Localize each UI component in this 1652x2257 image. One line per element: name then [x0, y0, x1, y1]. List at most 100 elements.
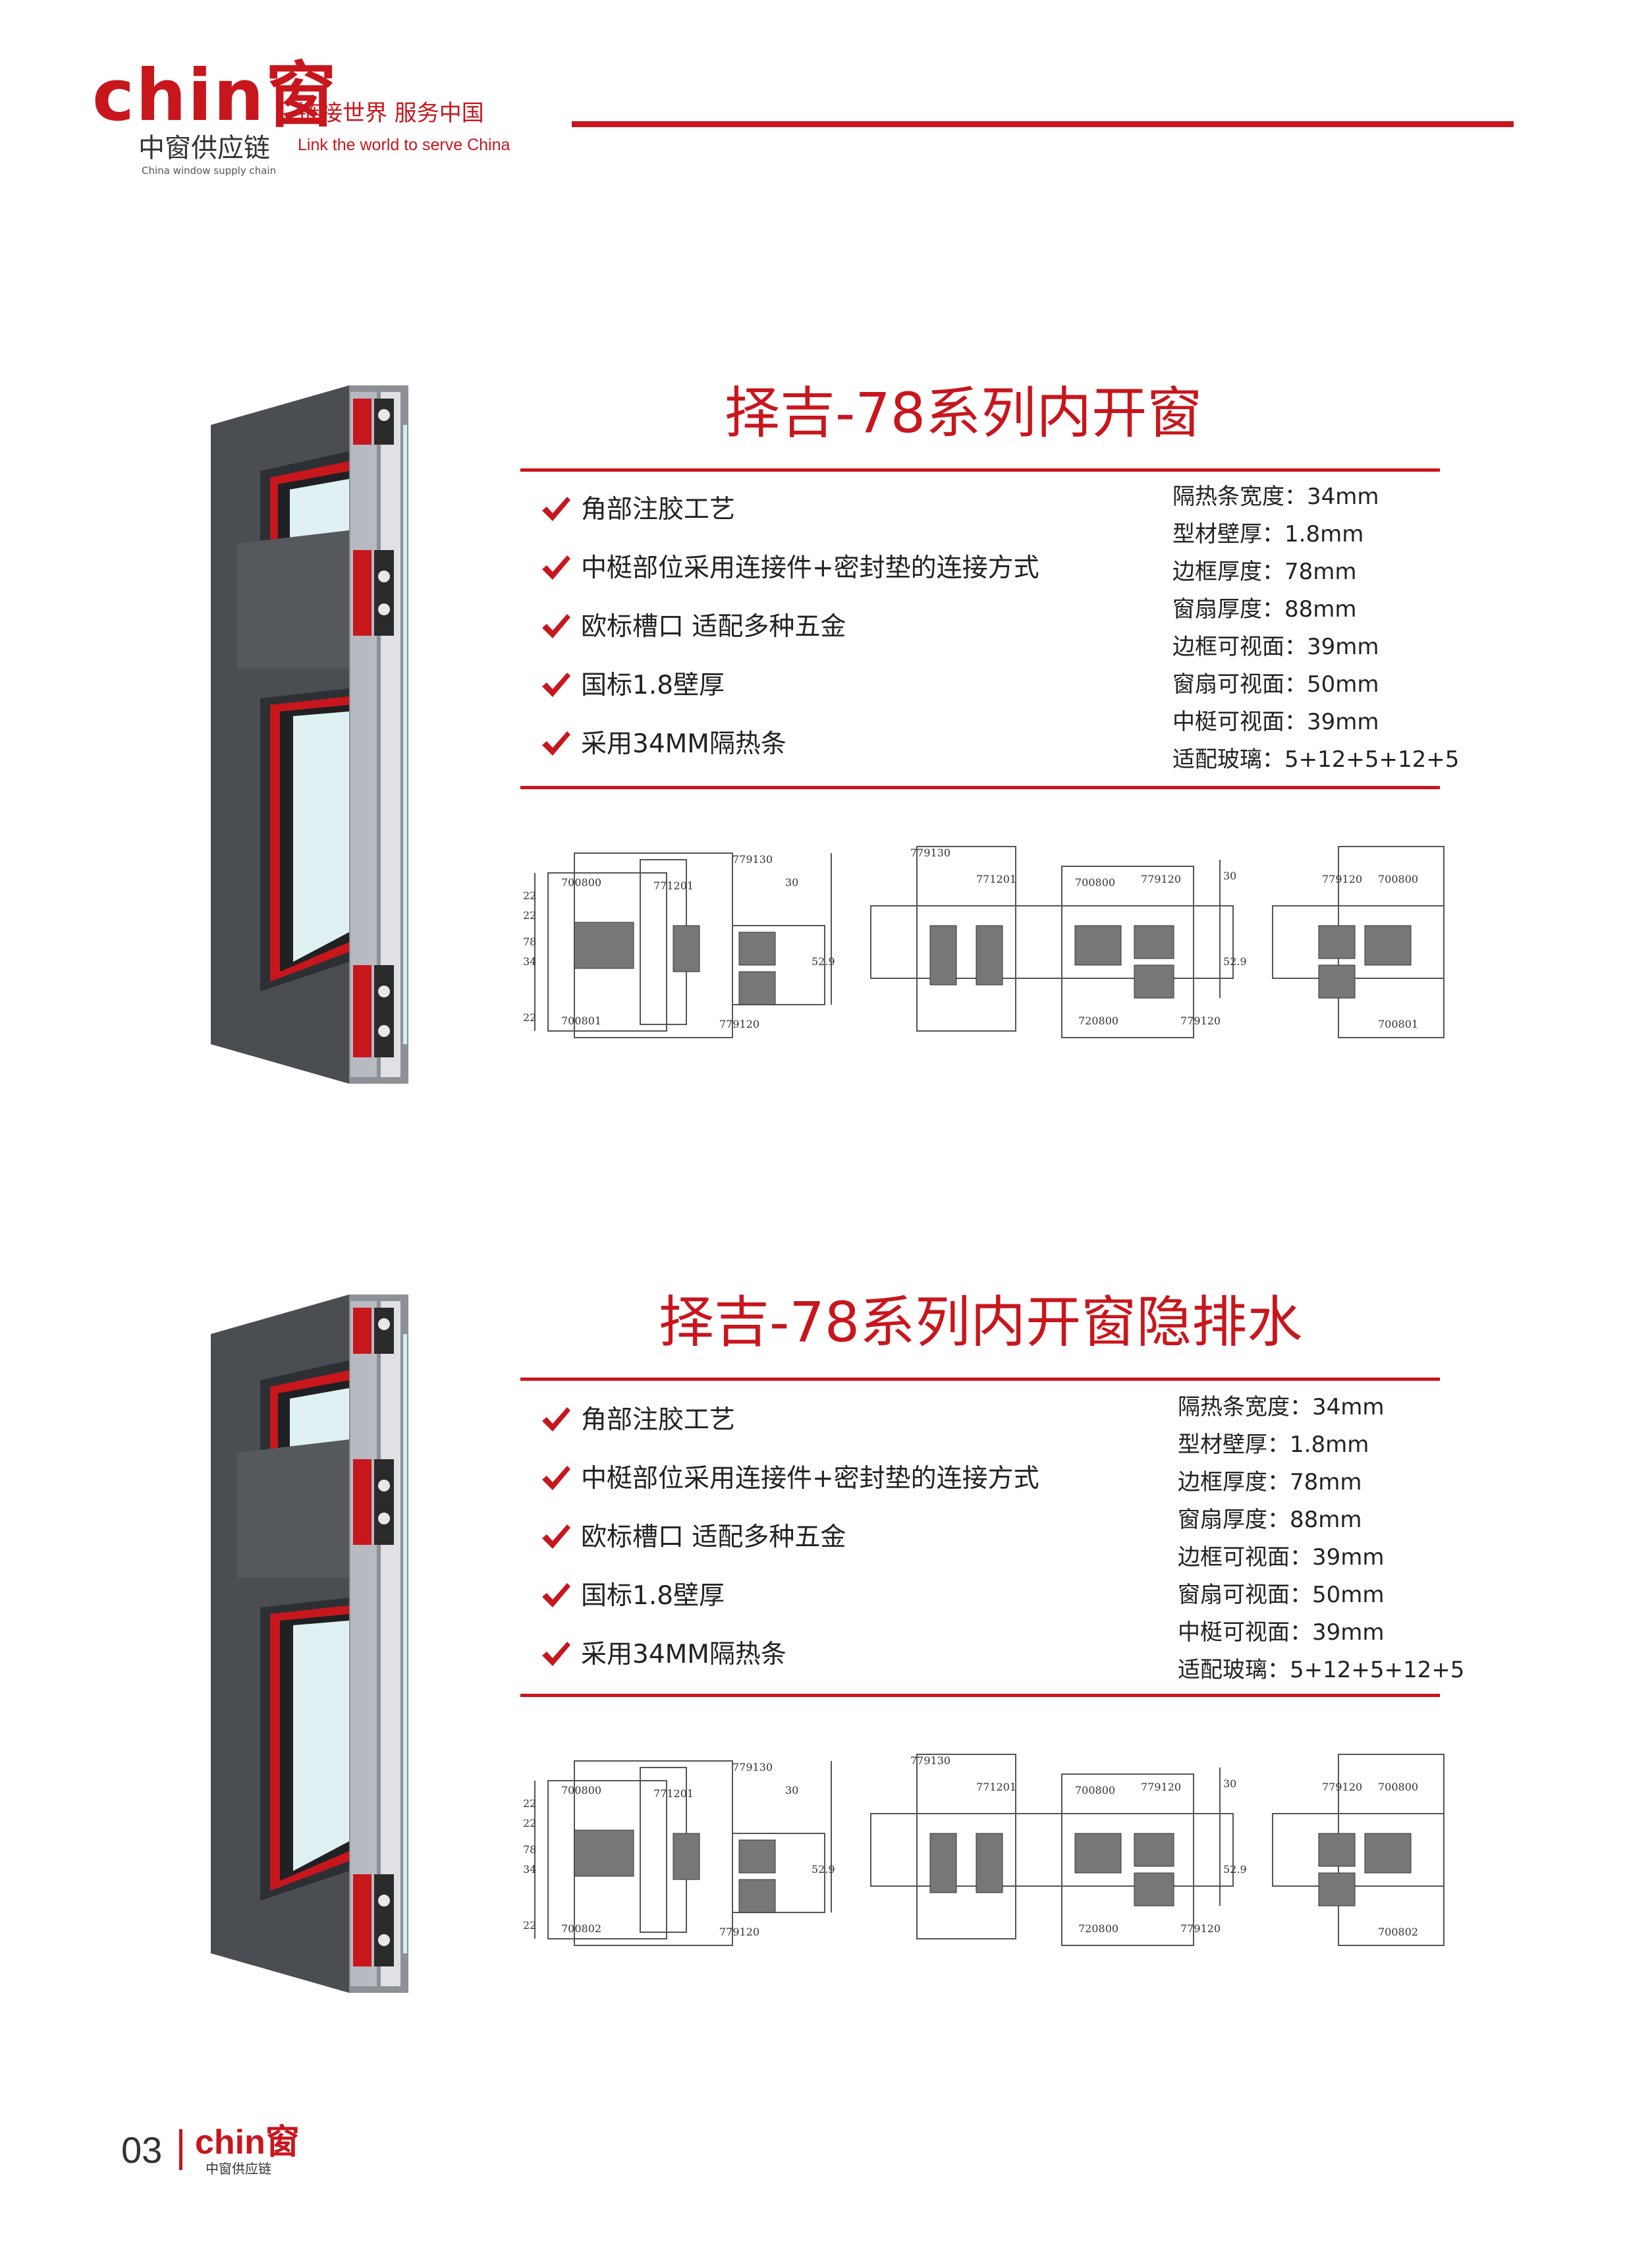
feature-text: 欧标槽口 适配多种五金 [581, 611, 846, 642]
part-code: 779130 [732, 1761, 773, 1773]
feature-item: 国标1.8壁厚 [540, 1581, 725, 1610]
spec-item: 中梃可视面：39mm [1178, 1619, 1385, 1646]
profile-drawing-right: 779120 700800 700801 [1272, 846, 1445, 1038]
spec-item: 边框厚度：78mm [1172, 559, 1357, 585]
checkmark-icon [542, 1642, 570, 1666]
spec-item: 边框可视面：39mm [1178, 1544, 1385, 1571]
footer-logo: chin窗 [195, 2123, 300, 2161]
feature-text: 国标1.8壁厚 [581, 1580, 725, 1611]
spec-item: 隔热条宽度：34mm [1178, 1394, 1385, 1420]
profile-drawings: 700800 771201 779130 700802 779120 22 22… [522, 1741, 1450, 1959]
dimension-label: 34 [523, 1863, 536, 1876]
part-code: 779120 [1141, 873, 1181, 885]
part-code: 779120 [1180, 1015, 1221, 1027]
feature-item: 采用34MM隔热条 [540, 1640, 786, 1669]
feature-item: 角部注胶工艺 [540, 495, 735, 524]
dimension-label: 22 [523, 1919, 536, 1932]
feature-text: 欧标槽口 适配多种五金 [581, 1522, 846, 1552]
profile-drawing-left: 700800 771201 779130 700801 779120 22 22… [523, 852, 835, 1038]
checkmark-icon [542, 1524, 570, 1549]
spec-item: 中梃可视面：39mm [1172, 709, 1379, 735]
part-code: 779130 [910, 847, 950, 859]
title-rule [520, 468, 1440, 472]
checkmark-icon [542, 555, 570, 580]
part-code: 779130 [910, 1754, 950, 1767]
spec-item: 型材壁厚：1.8mm [1178, 1432, 1369, 1458]
part-code: 700801 [1378, 1018, 1418, 1030]
part-code: 771201 [653, 879, 694, 892]
checkmark-icon [542, 673, 570, 697]
part-code: 771201 [976, 1781, 1016, 1793]
spec-item: 窗扇可视面：50mm [1172, 671, 1379, 698]
brand-logo-subtitle-cn: 中窗供应链 [138, 133, 270, 163]
part-code: 779120 [1180, 1922, 1221, 1935]
part-code: 700800 [1378, 1781, 1418, 1793]
product-title: 择吉-78系列内开窗隐排水 [659, 1290, 1303, 1354]
dimension-label: 52.9 [1223, 955, 1247, 968]
checkmark-icon [542, 1407, 570, 1432]
part-code: 779130 [732, 853, 773, 866]
checkmark-icon [542, 614, 570, 638]
part-code: 700802 [561, 1922, 601, 1935]
checkmark-icon [542, 1583, 570, 1607]
product-title: 择吉-78系列内开窗 [725, 381, 1203, 445]
title-rule [520, 1378, 1440, 1381]
header-rule [572, 121, 1514, 127]
spec-rule [520, 786, 1440, 789]
spec-item: 适配玻璃：5+12+5+12+5 [1172, 746, 1460, 773]
product-section-2: 择吉-78系列内开窗隐排水 角部注胶工艺 中梃部位采用连接件+密封垫的连接方式 … [0, 1288, 1652, 2013]
spec-item: 窗扇厚度：88mm [1178, 1507, 1362, 1533]
profile-drawing-middle: 779130 771201 700800 779120 720800 77912… [870, 846, 1247, 1038]
page-number: 03 [121, 2129, 163, 2171]
checkmark-icon [542, 731, 570, 756]
dimension-label: 30 [785, 876, 798, 889]
slogan-cn: 链接世界 服务中国 [298, 100, 484, 126]
dimension-label: 34 [523, 955, 536, 968]
feature-item: 采用34MM隔热条 [540, 729, 786, 758]
dimension-label: 30 [1223, 870, 1236, 882]
feature-item: 中梃部位采用连接件+密封垫的连接方式 [540, 1464, 1039, 1493]
spec-item: 边框可视面：39mm [1172, 634, 1379, 660]
feature-text: 中梃部位采用连接件+密封垫的连接方式 [581, 553, 1039, 583]
part-code: 771201 [976, 873, 1016, 885]
part-code: 700800 [561, 1784, 601, 1797]
profile-drawings: 700800 771201 779130 700801 779120 22 22… [522, 833, 1450, 1051]
profile-drawing-middle: 779130 771201 700800 779120 720800 77912… [870, 1754, 1247, 1946]
spec-item: 适配玻璃：5+12+5+12+5 [1178, 1657, 1465, 1683]
dimension-label: 22 [523, 1011, 536, 1024]
part-code: 700802 [1378, 1926, 1418, 1938]
feature-text: 国标1.8壁厚 [581, 670, 725, 700]
window-profile-render [211, 1295, 408, 1993]
feature-text: 采用34MM隔热条 [581, 729, 786, 759]
product-section-1: 择吉-78系列内开窗 角部注胶工艺 中梃部位采用连接件+密封垫的连接方式 欧标槽… [0, 379, 1652, 1103]
feature-text: 采用34MM隔热条 [581, 1639, 786, 1669]
dimension-label: 52.9 [812, 1863, 835, 1876]
dimension-label: 78 [523, 935, 536, 948]
feature-text: 角部注胶工艺 [581, 494, 736, 524]
spec-item: 窗扇厚度：88mm [1172, 596, 1357, 623]
feature-item: 欧标槽口 适配多种五金 [540, 612, 846, 641]
part-code: 700800 [1075, 876, 1115, 889]
feature-item: 角部注胶工艺 [540, 1405, 735, 1434]
dimension-label: 30 [1223, 1777, 1236, 1790]
dimension-label: 22 [523, 1817, 536, 1829]
dimension-label: 22 [523, 1797, 536, 1810]
feature-item: 国标1.8壁厚 [540, 671, 725, 700]
part-code: 700801 [561, 1015, 601, 1027]
part-code: 700800 [1075, 1784, 1115, 1797]
spec-item: 型材壁厚：1.8mm [1172, 521, 1364, 547]
dimension-label: 30 [785, 1784, 798, 1797]
window-profile-render [211, 385, 408, 1084]
dimension-label: 78 [523, 1843, 536, 1856]
part-code: 700800 [561, 876, 601, 889]
part-code: 720800 [1078, 1922, 1118, 1935]
checkmark-icon [542, 1466, 570, 1490]
page-number-separator [179, 2129, 182, 2170]
part-code: 779120 [719, 1018, 759, 1030]
spec-item: 窗扇可视面：50mm [1178, 1582, 1385, 1608]
dimension-label: 22 [523, 889, 536, 902]
feature-item: 中梃部位采用连接件+密封垫的连接方式 [540, 553, 1039, 582]
part-code: 779120 [1141, 1781, 1181, 1793]
part-code: 779120 [1322, 1781, 1362, 1793]
spec-item: 边框厚度：78mm [1178, 1469, 1362, 1495]
